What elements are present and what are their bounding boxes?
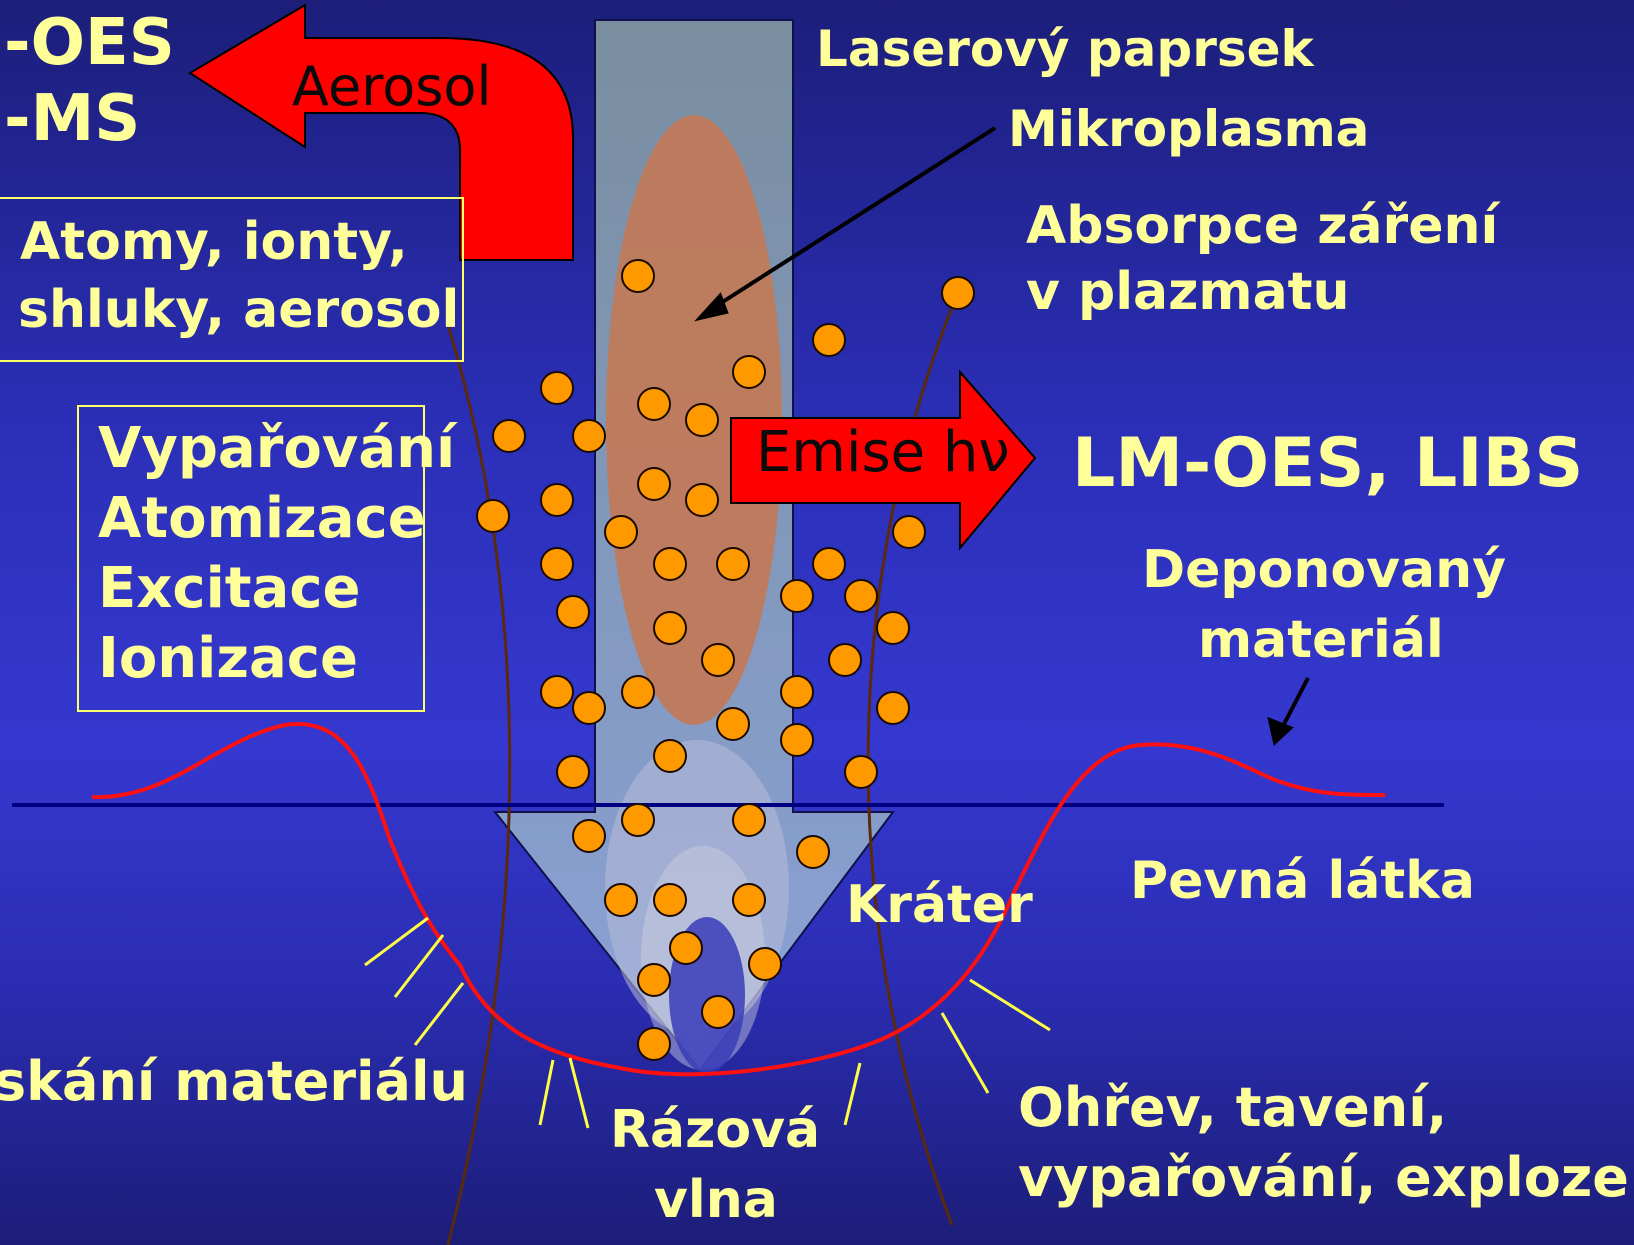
label-microplasma: Mikroplasma [1008, 100, 1369, 158]
label-heating-2: vypařování, exploze [1018, 1146, 1629, 1209]
label-process-1: Vypařování [98, 416, 455, 481]
label-shock-1: Rázová [610, 1100, 820, 1160]
label-lm-oes: LM-OES, LIBS [1072, 424, 1583, 503]
label-process-2: Atomizace [98, 486, 426, 551]
label-emission: Emise hν [756, 420, 1010, 485]
label-absorption-1: Absorpce záření [1026, 196, 1498, 256]
label-heating-1: Ohřev, tavení, [1018, 1076, 1447, 1139]
label-atoms-2: shluky, aerosol [18, 280, 459, 340]
label-shock-2: vlna [654, 1170, 778, 1230]
label-deposited-2: materiál [1198, 610, 1444, 670]
label-aerosol: Aerosol [292, 55, 491, 118]
label-solid: Pevná látka [1130, 851, 1475, 911]
label-atoms-1: Atomy, ionty, [20, 212, 408, 272]
label-ms: -MS [4, 82, 140, 156]
label-crater: Kráter [846, 875, 1033, 935]
label-material-ejection: skání materiálu [0, 1050, 468, 1113]
label-oes: -OES [4, 6, 175, 80]
label-absorption-2: v plazmatu [1026, 262, 1350, 322]
label-laser-beam: Laserový paprsek [816, 20, 1314, 78]
label-process-3: Excitace [98, 556, 361, 621]
label-deposited-1: Deponovaný [1142, 540, 1506, 600]
label-process-4: Ionizace [98, 626, 358, 691]
